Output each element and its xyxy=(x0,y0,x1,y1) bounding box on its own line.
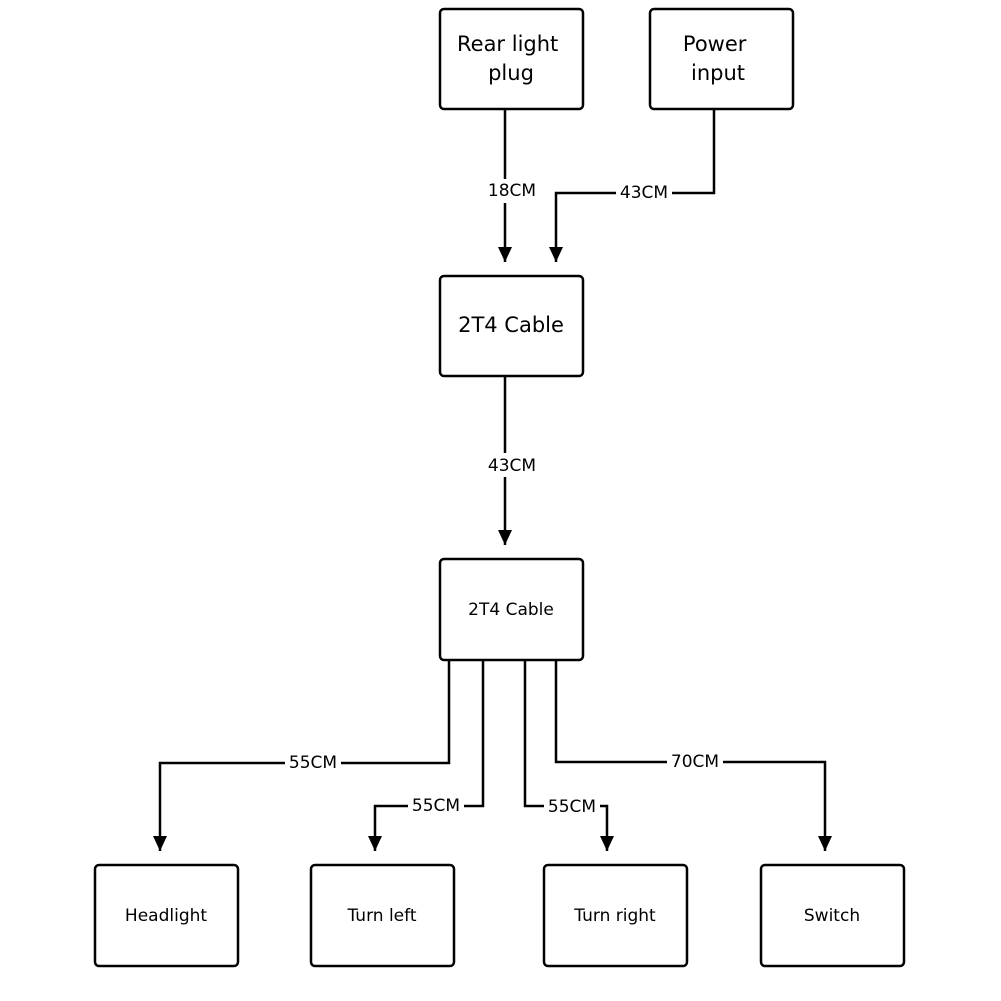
nodes: Rear light plug Power input 2T4 Cable 2T… xyxy=(93,7,906,968)
edge-label-rear-to-cable-a: 18CM xyxy=(488,181,536,201)
node-turn-right: Turn right xyxy=(542,863,689,968)
node-rear-light-plug: Rear light plug xyxy=(438,7,585,111)
node-headlight-label: Headlight xyxy=(125,906,207,926)
edges xyxy=(153,109,832,851)
node-cable-a-label: 2T4 Cable xyxy=(458,313,564,337)
edge-cable-b-to-turn-left xyxy=(368,660,485,851)
edge-cable-b-to-turn-right xyxy=(523,660,614,851)
edge-label-cable-a-to-cable-b: 43CM xyxy=(488,456,536,476)
node-cable-b: 2T4 Cable xyxy=(438,557,585,662)
edge-label-power-to-cable-a: 43CM xyxy=(620,183,668,203)
node-cable-a: 2T4 Cable xyxy=(438,274,585,378)
edge-label-cable-b-to-switch: 70CM xyxy=(671,752,719,772)
node-power-input-label: Power input xyxy=(683,32,753,85)
node-cable-b-label: 2T4 Cable xyxy=(468,600,554,620)
node-turn-left-label: Turn left xyxy=(347,906,417,926)
edge-label-cable-b-to-turn-right: 55CM xyxy=(548,797,596,817)
node-headlight: Headlight xyxy=(93,863,240,968)
node-switch-label: Switch xyxy=(804,906,860,926)
node-rear-light-plug-label: Rear light plug xyxy=(457,32,565,85)
edge-labels: 18CM 43CM 43CM 55CM 55CM 55CM 70CM xyxy=(285,179,723,819)
node-power-input: Power input xyxy=(648,7,795,111)
edge-label-cable-b-to-headlight: 55CM xyxy=(289,753,337,773)
node-turn-left: Turn left xyxy=(309,863,456,968)
edge-label-cable-b-to-turn-left: 55CM xyxy=(412,796,460,816)
node-switch: Switch xyxy=(759,863,906,968)
node-turn-right-label: Turn right xyxy=(573,906,656,926)
